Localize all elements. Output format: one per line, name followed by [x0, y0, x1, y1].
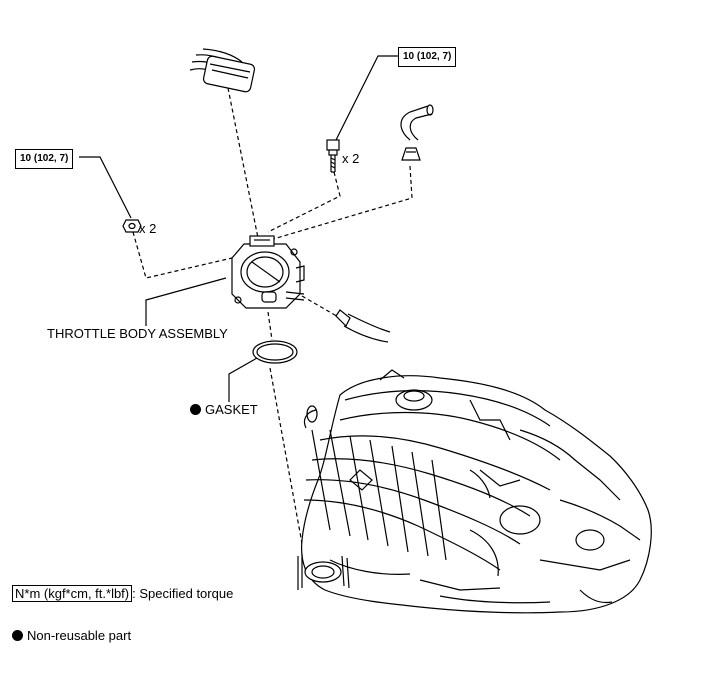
gasket-leader: [228, 357, 258, 402]
throttle-body-leader: [145, 277, 227, 326]
bolt-icon: [326, 139, 340, 173]
hose: [400, 104, 434, 141]
torque-spec-left: 10 (102, 7): [15, 149, 74, 169]
legend-torque-desc: : Specified torque: [132, 586, 234, 601]
legend-torque-unit: N*m (kgf*cm, ft.*lbf): [12, 585, 133, 602]
gasket-label-text: GASKET: [205, 402, 258, 417]
nut-quantity: x 2: [139, 221, 157, 236]
gasket-label: GASKET: [190, 402, 258, 418]
assembly-guide-lines: [132, 87, 413, 561]
torque-spec-top: 10 (102, 7): [398, 47, 457, 67]
gasket-icon: [252, 340, 298, 364]
legend-non-reusable-text: Non-reusable part: [27, 628, 132, 643]
non-reusable-dot-icon: [12, 630, 23, 641]
engine-assembly: [300, 369, 652, 614]
throttle-body-assembly: [231, 235, 305, 309]
torque-leader-top: [335, 55, 398, 141]
non-reusable-dot-icon: [190, 404, 201, 415]
legend-non-reusable: Non-reusable part: [12, 628, 131, 644]
nut-icon: [122, 219, 142, 233]
bolt-quantity: x 2: [342, 151, 360, 166]
throttle-body-label: THROTTLE BODY ASSEMBLY: [47, 326, 228, 341]
hose: [335, 309, 391, 343]
wire-connector: [189, 48, 256, 93]
intake-port: [297, 554, 350, 590]
hose-clip-icon: [401, 147, 421, 161]
legend-torque: N*m (kgf*cm, ft.*lbf): Specified torque: [12, 585, 234, 602]
torque-leader-left: [79, 156, 132, 219]
